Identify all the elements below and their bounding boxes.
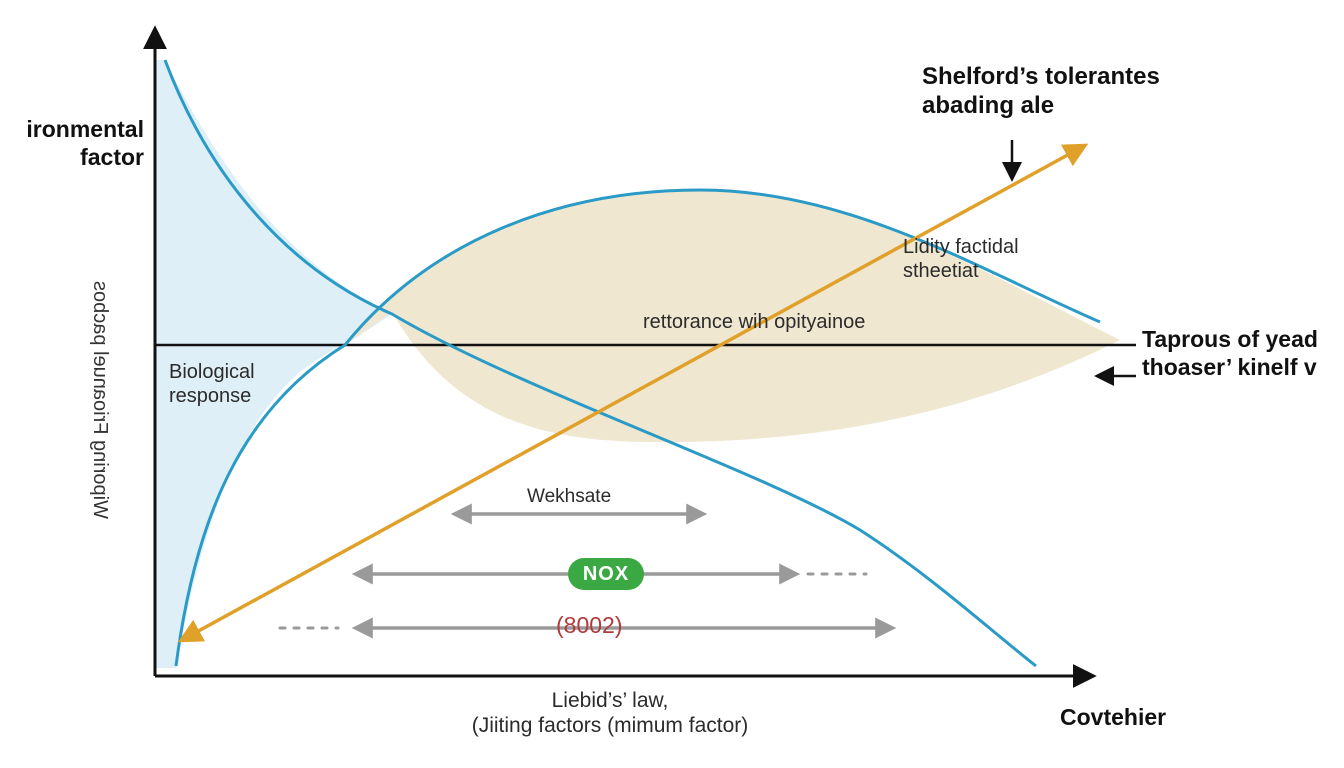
right-side-label: Taprous of yead thoaser’ kinelf v (1142, 326, 1318, 380)
nox-badge: NOX (568, 558, 644, 590)
tolerance-optimum-label: rettorance wih opityainoe (643, 311, 866, 333)
code-label: (8002) (556, 612, 623, 638)
rotated-axis-label: Wiporing Frioanuel pacbos (89, 281, 111, 519)
environmental-factor-label: ironmental factor (26, 116, 144, 170)
x-axis-corner-label: Covtehier (1060, 704, 1167, 730)
shelford-label: Shelford’s tolerantes abading ale (922, 63, 1160, 119)
biological-response-label: Biological response (169, 361, 255, 407)
liebig-law-label: Liebid’s’ law, (Jiiting factors (mimum f… (471, 689, 749, 738)
wekhsate-label: Wekhsate (527, 486, 612, 507)
orange-diagonal-arrow (177, 143, 1089, 643)
lidity-factor-label: Lidity factidal stheetiat (903, 236, 1019, 282)
